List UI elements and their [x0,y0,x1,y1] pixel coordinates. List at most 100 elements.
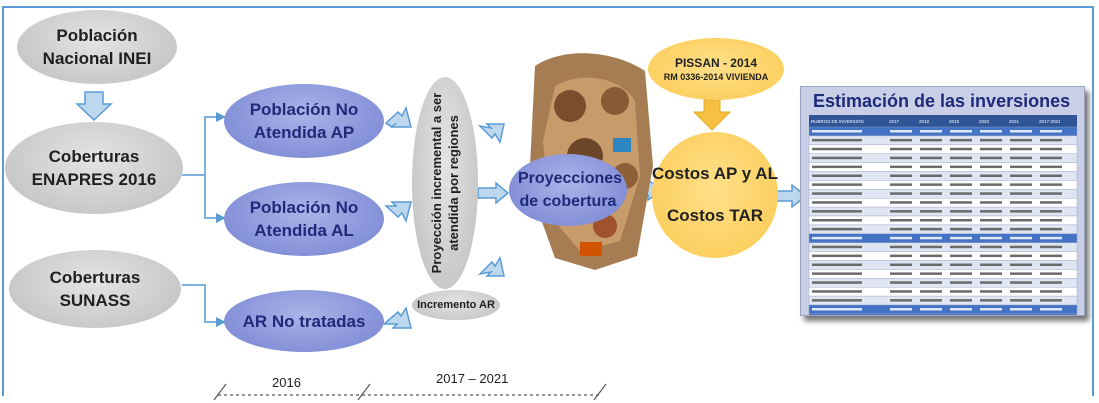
node-costos-tar: Costos TAR [666,206,763,225]
node-ar-no-tratadas: AR No tratadas [224,290,384,352]
table-header [809,115,1077,127]
table-cell [920,130,942,133]
table-cell [920,281,942,284]
connector-sunass-ar [182,284,226,327]
node-proyecciones-cobertura: Proyecciones de cobertura [509,154,627,226]
table-cell [890,272,912,275]
table-cell [1040,299,1062,302]
node-incremento-ar-label: Incremento AR [417,299,495,311]
table-cell [980,263,1002,266]
table-cell [1040,219,1062,222]
arrow-to-proy-1 [477,123,505,144]
node-coberturas-sunass: Coberturas SUNASS [9,250,181,328]
node-incremento-ar: Incremento AR [412,290,500,320]
table-cell [1040,192,1062,195]
table-cell [1040,290,1062,293]
table-row-label [812,165,862,169]
table-cell [920,156,942,160]
table-cell [1010,165,1032,169]
table-cell [890,192,912,195]
table-cell [1010,192,1032,195]
arrow-right-al [384,201,412,224]
table-cell [1010,219,1032,222]
node-pissan-title: PISSAN - 2014 [674,56,758,70]
node-no-atendida-ap-label: Población No Atendida AP [249,100,359,142]
table-cell [890,236,912,240]
table-cell [920,272,942,275]
table-cell [1010,201,1032,204]
table-cell [1040,263,1062,266]
table-row-label [812,147,862,151]
table-cell [1010,308,1032,311]
table-header-cell: 2018 [919,119,930,124]
table-cell [1040,227,1062,231]
table-cell [920,165,942,169]
table-cell [1040,236,1062,240]
table-cell [980,201,1002,204]
table-cell [920,174,942,177]
table-row-label [812,192,862,195]
table-cell [1040,254,1062,258]
table-header-cell: 2017 [889,119,900,124]
table-cell [920,201,942,204]
node-ar-no-tratadas-label: AR No tratadas [242,311,366,331]
table-cell [950,130,972,133]
timeline-tick-3 [593,383,607,401]
table-cell [980,138,1002,142]
table-cell [920,263,942,266]
table-cell [890,183,912,186]
table-cell [890,174,912,177]
node-costos-ap-al: Costos AP y AL [652,164,778,183]
table-cell [980,281,1002,284]
table-cell [890,308,912,311]
node-proyecciones-cobertura-label: Proyecciones de cobertura [518,170,623,210]
table-cell [950,165,972,169]
table-cell [920,299,942,302]
table-row-label [812,138,862,142]
timeline-tick-1 [213,383,227,401]
table-row-label [812,183,862,186]
investment-table: Estimación de las inversiones RUBROS DE … [800,86,1085,316]
table-cell [950,192,972,195]
table-cell [1040,138,1062,142]
table-cell [950,138,972,142]
arrow-right-ap [384,105,412,128]
table-cell [920,236,942,240]
table-cell [1010,281,1032,284]
node-pissan-subtitle: RM 0336-2014 VIVIENDA [663,72,769,82]
table-cell [920,308,942,311]
node-coberturas-enapres: Coberturas ENAPRES 2016 [5,122,183,214]
table-cell [980,308,1002,311]
table-cell [1040,272,1062,275]
table-cell [1010,227,1032,231]
table-cell [890,130,912,133]
investment-table-title: Estimación de las inversiones [813,91,1071,111]
arrow-down-1 [75,91,113,122]
node-poblacion-nacional: Población Nacional INEI [17,10,177,84]
table-header-cell: 2017-2021 [1039,119,1061,124]
table-cell [890,254,912,258]
table-cell [1040,174,1062,177]
table-cell [1010,183,1032,186]
table-cell [890,147,912,151]
table-cell [1010,138,1032,142]
table-row [808,313,1078,315]
timeline-tick-2 [357,383,371,401]
table-row-label [812,174,862,177]
table-cell [980,227,1002,231]
table-cell [890,201,912,204]
table-cell [1040,245,1062,249]
table-cell [1010,147,1032,151]
table-cell [1010,174,1032,177]
node-no-atendida-ap: Población No Atendida AP [224,84,384,158]
table-cell [950,299,972,302]
table-cell [890,165,912,169]
table-cell [1010,130,1032,133]
table-cell [980,183,1002,186]
table-cell [950,281,972,284]
table-row-label [812,210,862,213]
table-header-cell: 2020 [979,119,990,124]
table-row-label [812,281,862,284]
arrow-to-proy-2 [477,181,510,205]
